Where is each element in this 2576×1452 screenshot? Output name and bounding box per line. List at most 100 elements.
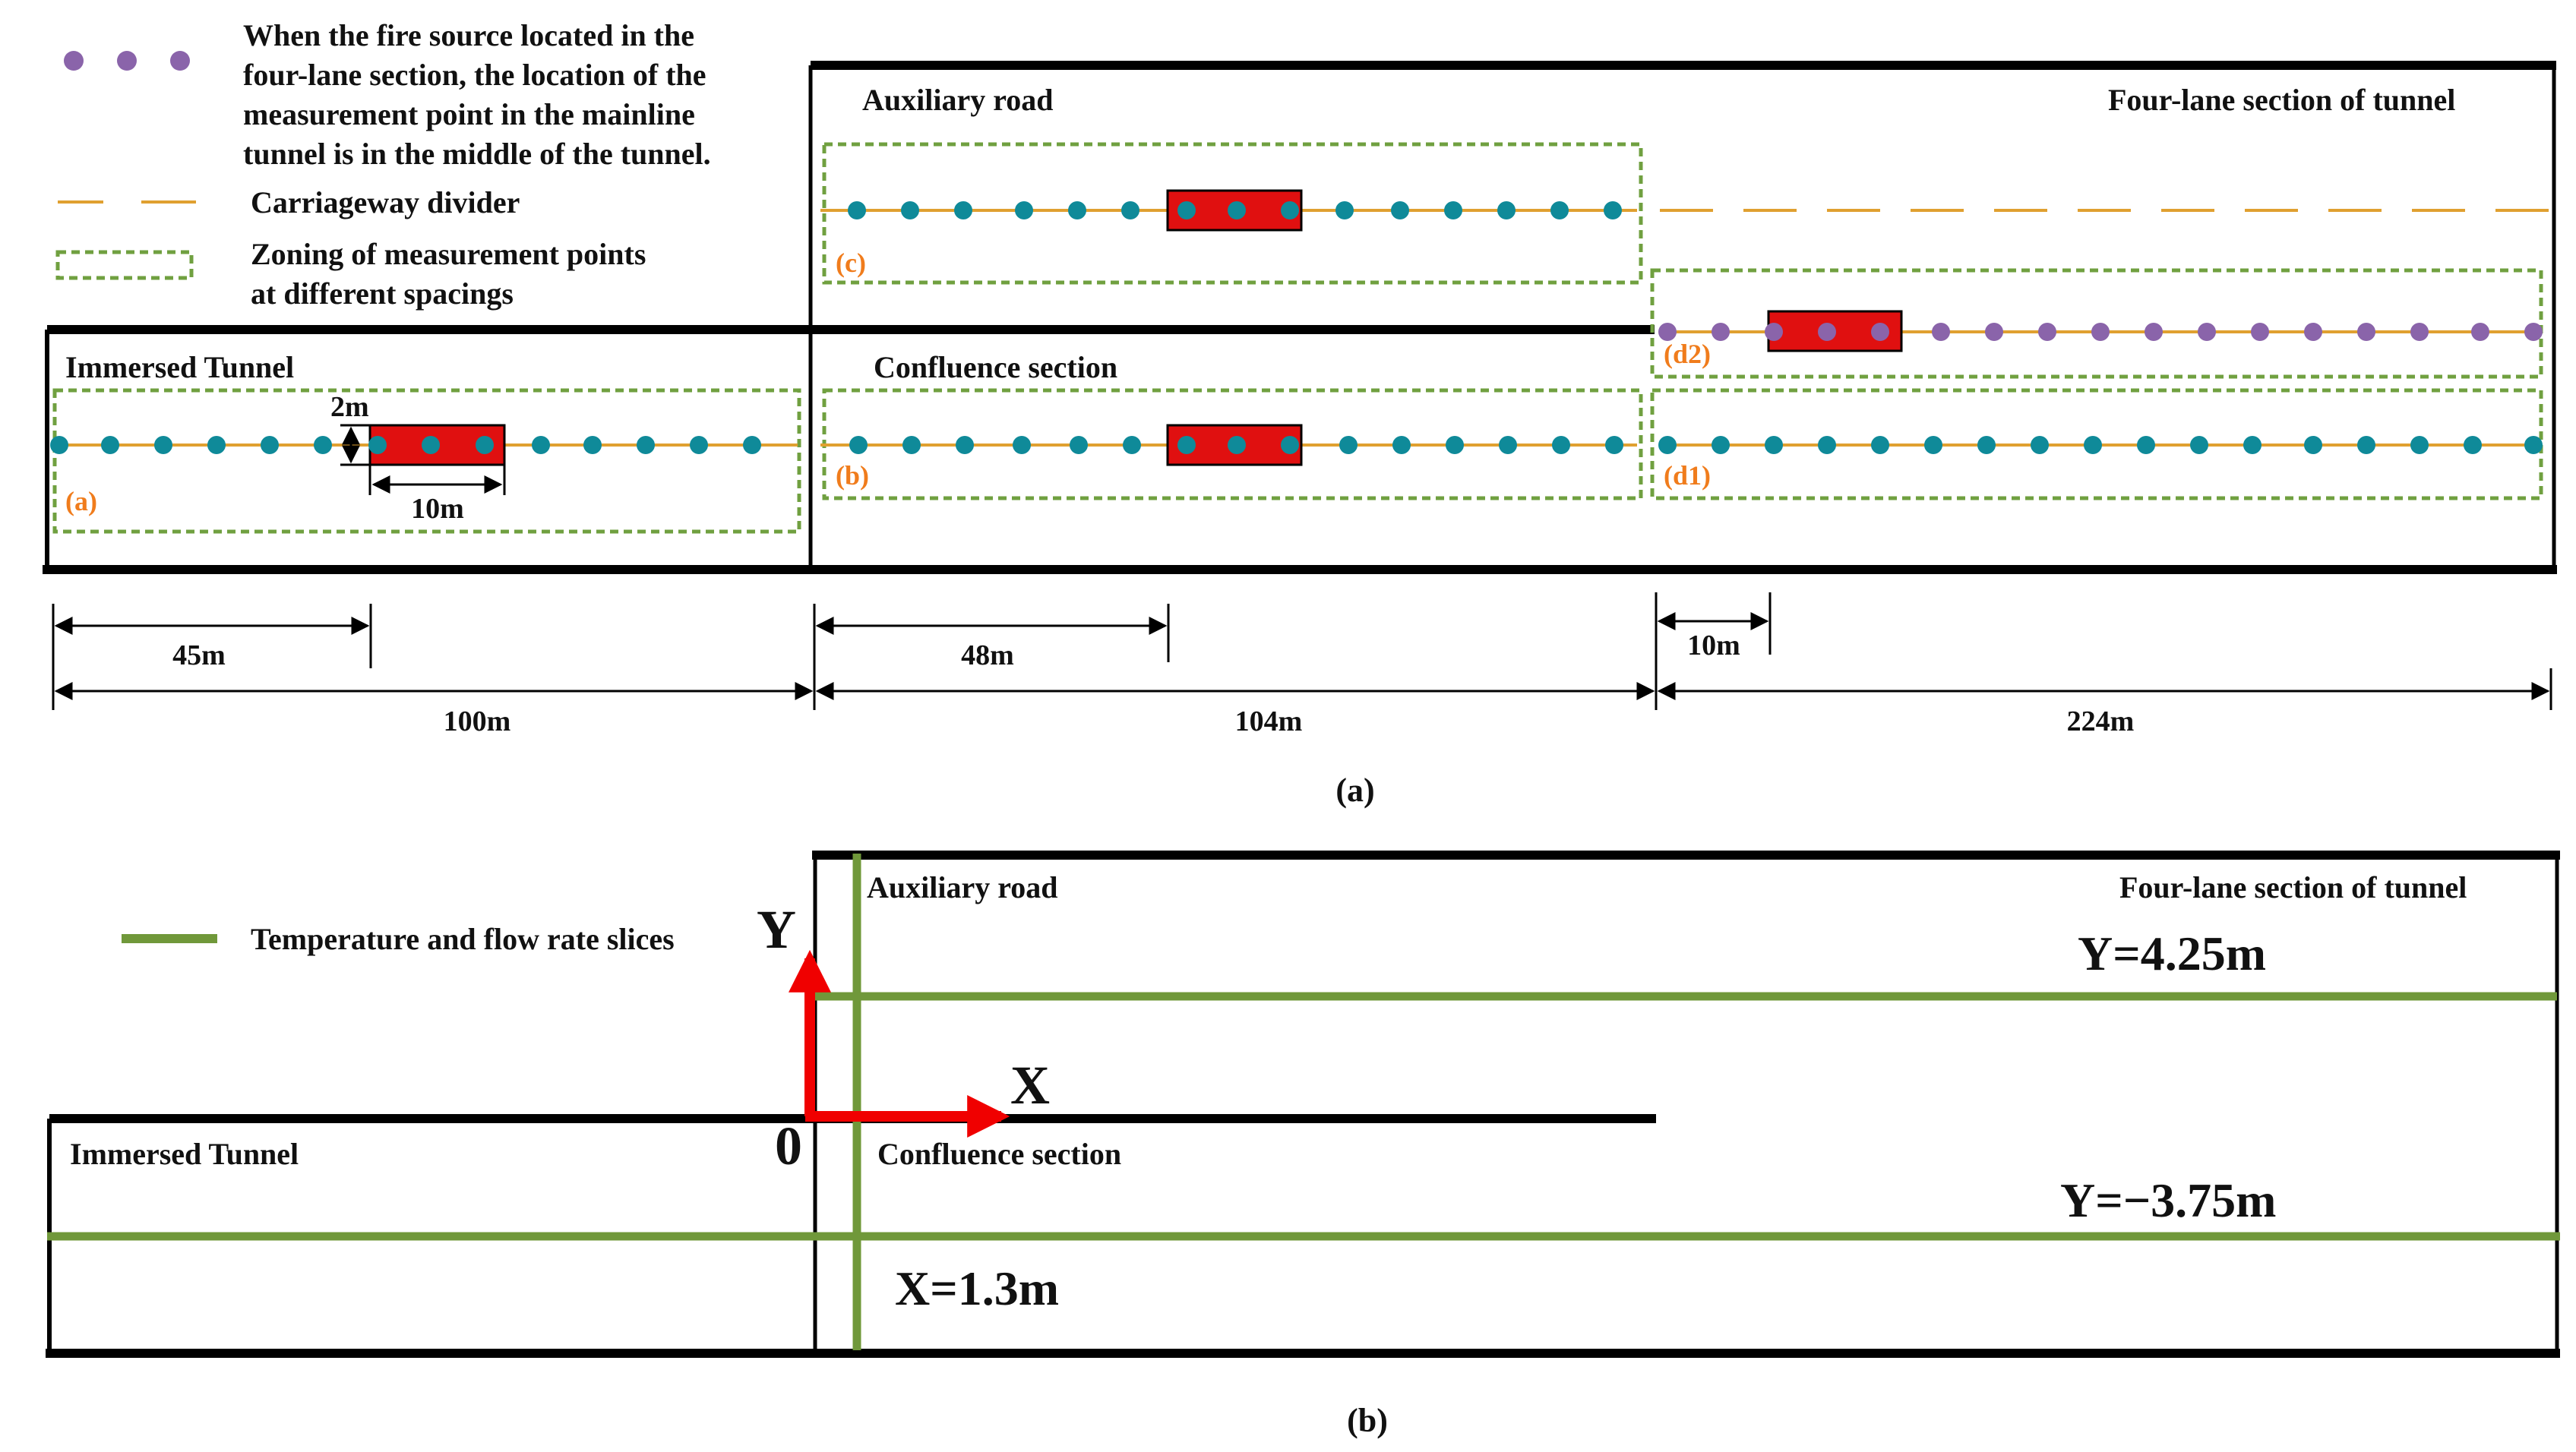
bottom-dimensions: 45m 100m 48m 104m 10m 224m	[52, 592, 2552, 737]
label-auxiliary-road: Auxiliary road	[862, 83, 1054, 117]
measurement-point-d1-4	[1818, 436, 1836, 454]
measurement-point-a-6	[314, 436, 332, 454]
measurement-point-d2-16	[2471, 323, 2489, 341]
slice-x-label: X=1.3m	[895, 1261, 1059, 1315]
measurement-point-a-14	[743, 436, 761, 454]
label-four-lane-section: Four-lane section of tunnel	[2108, 83, 2455, 117]
measurement-point-c-10	[1335, 201, 1354, 219]
legend-divider-text: Carriageway divider	[251, 185, 520, 219]
b-label-four-lane-section: Four-lane section of tunnel	[2119, 870, 2467, 904]
measurement-point-b-10	[1339, 436, 1358, 454]
measurement-point-c-4	[1015, 201, 1033, 219]
measurement-point-d2-7	[1985, 323, 2003, 341]
measurement-point-d1-11	[2190, 436, 2208, 454]
measurement-point-c-12	[1444, 201, 1462, 219]
label-confluence-section: Confluence section	[874, 350, 1117, 384]
dim-label-104m: 104m	[1235, 705, 1303, 737]
legend-purple-text-3: measurement point in the mainline	[243, 97, 695, 131]
measurement-point-d2-5	[1871, 323, 1889, 341]
measurement-point-c-9	[1281, 201, 1299, 219]
measurement-point-c-5	[1068, 201, 1086, 219]
measurement-point-a-1	[50, 436, 68, 454]
caption-b: (b)	[1347, 1402, 1388, 1439]
legend-purple-text-4: tunnel is in the middle of the tunnel.	[243, 137, 711, 171]
measurement-point-d2-1	[1658, 323, 1677, 341]
fire-height-label: 2m	[330, 391, 369, 423]
measurement-point-b-12	[1446, 436, 1464, 454]
measurement-point-d1-7	[1977, 436, 1996, 454]
measurement-point-a-9	[476, 436, 494, 454]
measurement-point-b-5	[1070, 436, 1088, 454]
panel-b: Temperature and flow rate slices Auxilia…	[46, 851, 2560, 1439]
measurement-point-d1-12	[2243, 436, 2262, 454]
measurement-point-b-11	[1392, 436, 1411, 454]
fire-dimension-annotations: 2m 10m	[330, 391, 506, 525]
legend-slice-text: Temperature and flow rate slices	[251, 922, 675, 956]
dim-label-224m: 224m	[2067, 705, 2135, 737]
measurement-point-b-7	[1177, 436, 1196, 454]
legend-zoning-text-1: Zoning of measurement points	[251, 237, 646, 271]
measurement-point-d1-15	[2410, 436, 2429, 454]
measurement-point-a-12	[637, 436, 655, 454]
measurement-point-a-3	[154, 436, 172, 454]
zone-b-label: (b)	[836, 460, 869, 491]
measurement-point-d2-2	[1712, 323, 1730, 341]
measurement-point-c-2	[901, 201, 919, 219]
measurement-point-d2-9	[2091, 323, 2110, 341]
measurement-point-d1-9	[2084, 436, 2102, 454]
measurement-point-d1-16	[2464, 436, 2482, 454]
zone-d2-box	[1650, 268, 2543, 379]
measurement-point-b-3	[956, 436, 974, 454]
measurement-point-c-6	[1121, 201, 1139, 219]
measurement-point-a-13	[690, 436, 708, 454]
measurement-point-d1-10	[2137, 436, 2155, 454]
y-axis-label: Y	[757, 899, 796, 960]
measurement-point-b-9	[1281, 436, 1299, 454]
slice-y-bottom-label: Y=−3.75m	[2060, 1173, 2276, 1227]
caption-a: (a)	[1335, 772, 1374, 809]
measurement-point-b-14	[1552, 436, 1570, 454]
measurement-points-d2	[1658, 323, 2543, 341]
measurement-point-a-10	[532, 436, 550, 454]
measurement-point-d2-10	[2145, 323, 2163, 341]
measurement-points-a	[50, 436, 761, 454]
fire-length-label: 10m	[411, 493, 464, 525]
measurement-point-a-7	[368, 436, 387, 454]
measurement-point-d2-8	[2038, 323, 2056, 341]
measurement-point-d2-11	[2198, 323, 2216, 341]
legend-purple-dot-3	[170, 51, 190, 71]
measurement-point-c-13	[1497, 201, 1516, 219]
measurement-point-d2-3	[1765, 323, 1783, 341]
b-label-immersed-tunnel: Immersed Tunnel	[70, 1137, 299, 1171]
measurement-point-c-11	[1391, 201, 1409, 219]
measurement-point-b-8	[1228, 436, 1246, 454]
measurement-point-d1-17	[2524, 436, 2543, 454]
zone-a-label: (a)	[65, 486, 97, 516]
origin-label: 0	[775, 1116, 802, 1176]
measurement-point-d1-6	[1924, 436, 1942, 454]
slice-y-top-label: Y=4.25m	[2078, 926, 2266, 980]
measurement-point-b-13	[1499, 436, 1517, 454]
dim-label-100m: 100m	[444, 705, 511, 737]
measurement-point-d1-8	[2031, 436, 2049, 454]
measurement-point-b-1	[849, 436, 868, 454]
dim-label-10m: 10m	[1687, 630, 1740, 661]
measurement-point-d2-13	[2304, 323, 2322, 341]
measurement-points-c	[848, 201, 1622, 219]
measurement-point-a-11	[583, 436, 602, 454]
legend-zone-swatch	[55, 250, 194, 280]
legend-zoning-text-2: at different spacings	[251, 276, 514, 311]
x-axis-label: X	[1010, 1055, 1050, 1116]
b-label-auxiliary-road: Auxiliary road	[867, 870, 1058, 904]
legend-a: When the fire source located in the four…	[55, 18, 711, 311]
measurement-point-a-2	[101, 436, 119, 454]
legend-purple-text-2: four-lane section, the location of the	[243, 58, 706, 92]
b-label-confluence-section: Confluence section	[877, 1137, 1121, 1171]
label-immersed-tunnel: Immersed Tunnel	[65, 350, 294, 384]
measurement-point-a-4	[207, 436, 226, 454]
measurement-point-b-4	[1013, 436, 1031, 454]
dim-label-45m: 45m	[172, 639, 226, 671]
measurement-point-d1-2	[1712, 436, 1730, 454]
measurement-points-b	[849, 436, 1623, 454]
measurement-point-c-7	[1177, 201, 1196, 219]
